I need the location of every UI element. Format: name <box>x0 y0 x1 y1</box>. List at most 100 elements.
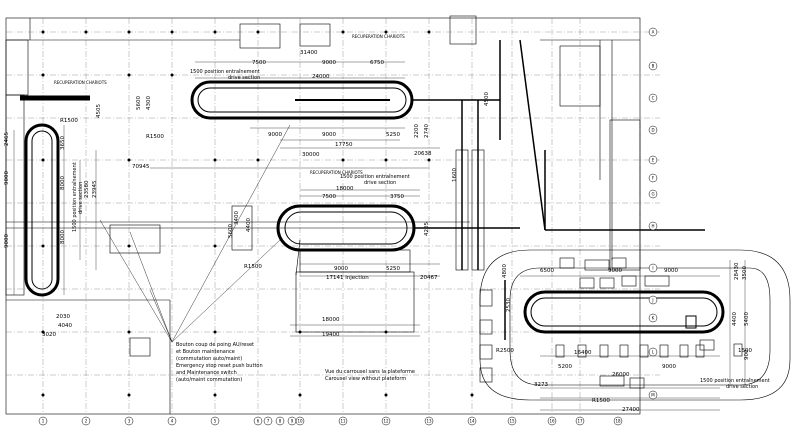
dim-18000b: 18000 <box>322 317 340 323</box>
recup-label-2: RECUPERATION CHARIOTS <box>352 34 405 39</box>
dim-3500: 3500 <box>742 266 748 280</box>
dim-18000: 18000 <box>336 186 354 192</box>
dim-30000: 30000 <box>302 152 320 158</box>
grid-label-right: C <box>652 96 655 101</box>
note-line-5: and Maintenance switch <box>176 370 237 376</box>
grid-bubble-right <box>648 125 658 135</box>
grid-bubble-bottom <box>263 416 273 426</box>
columns <box>41 30 474 397</box>
grid-bubble-right <box>648 390 658 400</box>
dim-r1500c: R1500 <box>244 264 262 270</box>
note-line-6: (auto/maint commutation) <box>176 377 242 383</box>
grid-label-bottom: 10 <box>297 419 303 424</box>
dim-9000f: 9000 <box>664 268 678 274</box>
conveyor-left <box>24 123 60 297</box>
grid-bubble-bottom <box>38 416 48 426</box>
drive-labels: 1500 position entraînement drive section… <box>71 68 770 390</box>
dim-r1500b: R1500 <box>60 118 78 124</box>
dim-70945: 70945 <box>132 164 150 170</box>
drive-top-en: drive section <box>228 75 260 81</box>
dim-4500: 4500 <box>484 92 490 106</box>
grid-bubble-right <box>648 173 658 183</box>
grid-bubble-bottom <box>613 416 623 426</box>
dim-3650: 3650 <box>60 136 66 150</box>
dim-4040: 4040 <box>58 323 72 329</box>
dim-23580: 23580 <box>84 180 90 198</box>
dim-4505: 4505 <box>96 104 102 118</box>
grid-bubble-bottom <box>381 416 391 426</box>
grid-bubble-bottom <box>424 416 434 426</box>
drive-right-en: drive section <box>726 384 758 390</box>
grid-label-bottom: 13 <box>426 419 432 424</box>
grid-label-bottom: 1 <box>42 419 45 424</box>
dim-28430: 28430 <box>734 262 740 280</box>
dim-17141: 17141 injection <box>326 275 369 281</box>
dim-2030: 2030 <box>56 314 70 320</box>
grid-bubble-bottom <box>124 416 134 426</box>
grid-label-bottom: 18 <box>615 419 621 424</box>
dim-2740: 2740 <box>424 124 430 138</box>
grid-bubble-bottom <box>467 416 477 426</box>
dim-9000left: 9000 <box>4 171 10 185</box>
recup-labels: RECUPERATION CHARIOTS RECUPERATION CHARI… <box>54 34 405 175</box>
drive-left-fr: 1500 position entraînement <box>71 162 78 232</box>
grid-bubble-bottom <box>167 416 177 426</box>
drive-left-en: drive section <box>78 182 84 214</box>
dim-4205: 4205 <box>424 222 430 236</box>
dim-3273: 3273 <box>534 382 548 388</box>
dim-9000d: 9000 <box>334 266 348 272</box>
drive-mid-en: drive section <box>364 180 396 186</box>
dim-9000e: 9000 <box>608 268 622 274</box>
equipment-rows <box>479 257 705 389</box>
dim-4400: 4400 <box>246 218 252 232</box>
grid-label-bottom: 17 <box>577 419 583 424</box>
dim-5600b: 5600 <box>228 224 234 238</box>
mid-equipment <box>231 205 415 333</box>
dim-1600: 1600 <box>452 168 458 182</box>
grid-label-right: B <box>652 64 655 69</box>
dim-31400: 31400 <box>300 50 318 56</box>
dim-24000: 24000 <box>312 74 330 80</box>
recup-label-3: RECUPERATION CHARIOTS <box>310 170 363 175</box>
dim-6750: 6750 <box>370 60 384 66</box>
grid-label-right: K <box>652 316 655 321</box>
grid-label-bottom: 2 <box>85 419 88 424</box>
grid-label-bottom: 12 <box>383 419 389 424</box>
dim-8000b: 8000 <box>60 230 66 244</box>
dim-4300: 4300 <box>146 96 152 110</box>
dim-6500: 6500 <box>540 268 554 274</box>
grid-label-bottom: 4 <box>171 419 174 424</box>
dim-2200: 2200 <box>414 124 420 138</box>
dim-5400: 5400 <box>744 312 750 326</box>
note-line-3: (commutation auto/maint) <box>176 356 242 362</box>
grid-bubble-right <box>648 61 658 71</box>
dim-5250b: 5250 <box>386 266 400 272</box>
dimension-texts: 31400 7500 9000 6750 24000 5600 4300 R15… <box>4 50 752 413</box>
grid-label-bottom: 3 <box>128 419 131 424</box>
grid-bubble-bottom <box>575 416 585 426</box>
dim-20467: 20467 <box>420 275 438 281</box>
grid-bubble-bottom <box>210 416 220 426</box>
dim-9000left2: 9000 <box>4 234 10 248</box>
dim-9000b: 9000 <box>268 132 282 138</box>
carousel-caption: Vue du carrousel sans la plateforme Caro… <box>325 369 415 382</box>
grid-bubble-right <box>648 295 658 305</box>
dim-1500: 1500 <box>738 348 752 354</box>
grid-bubble-right <box>648 263 658 273</box>
grid-label-right: E <box>652 158 655 163</box>
grid-label-right: I <box>652 266 653 271</box>
dim-2465: 2465 <box>4 132 10 146</box>
dim-r1500d: R1500 <box>592 398 610 404</box>
grid-bubble-right <box>648 93 658 103</box>
grid-label-right: G <box>651 192 654 197</box>
transfer-lines <box>20 39 705 340</box>
dim-4800: 4800 <box>502 264 508 278</box>
grid-label-bottom: 11 <box>340 419 346 424</box>
dim-7500a: 7500 <box>252 60 266 66</box>
grid-bubble-right <box>648 27 658 37</box>
dim-900: 900 <box>744 349 750 360</box>
grid-bubble-bottom <box>547 416 557 426</box>
